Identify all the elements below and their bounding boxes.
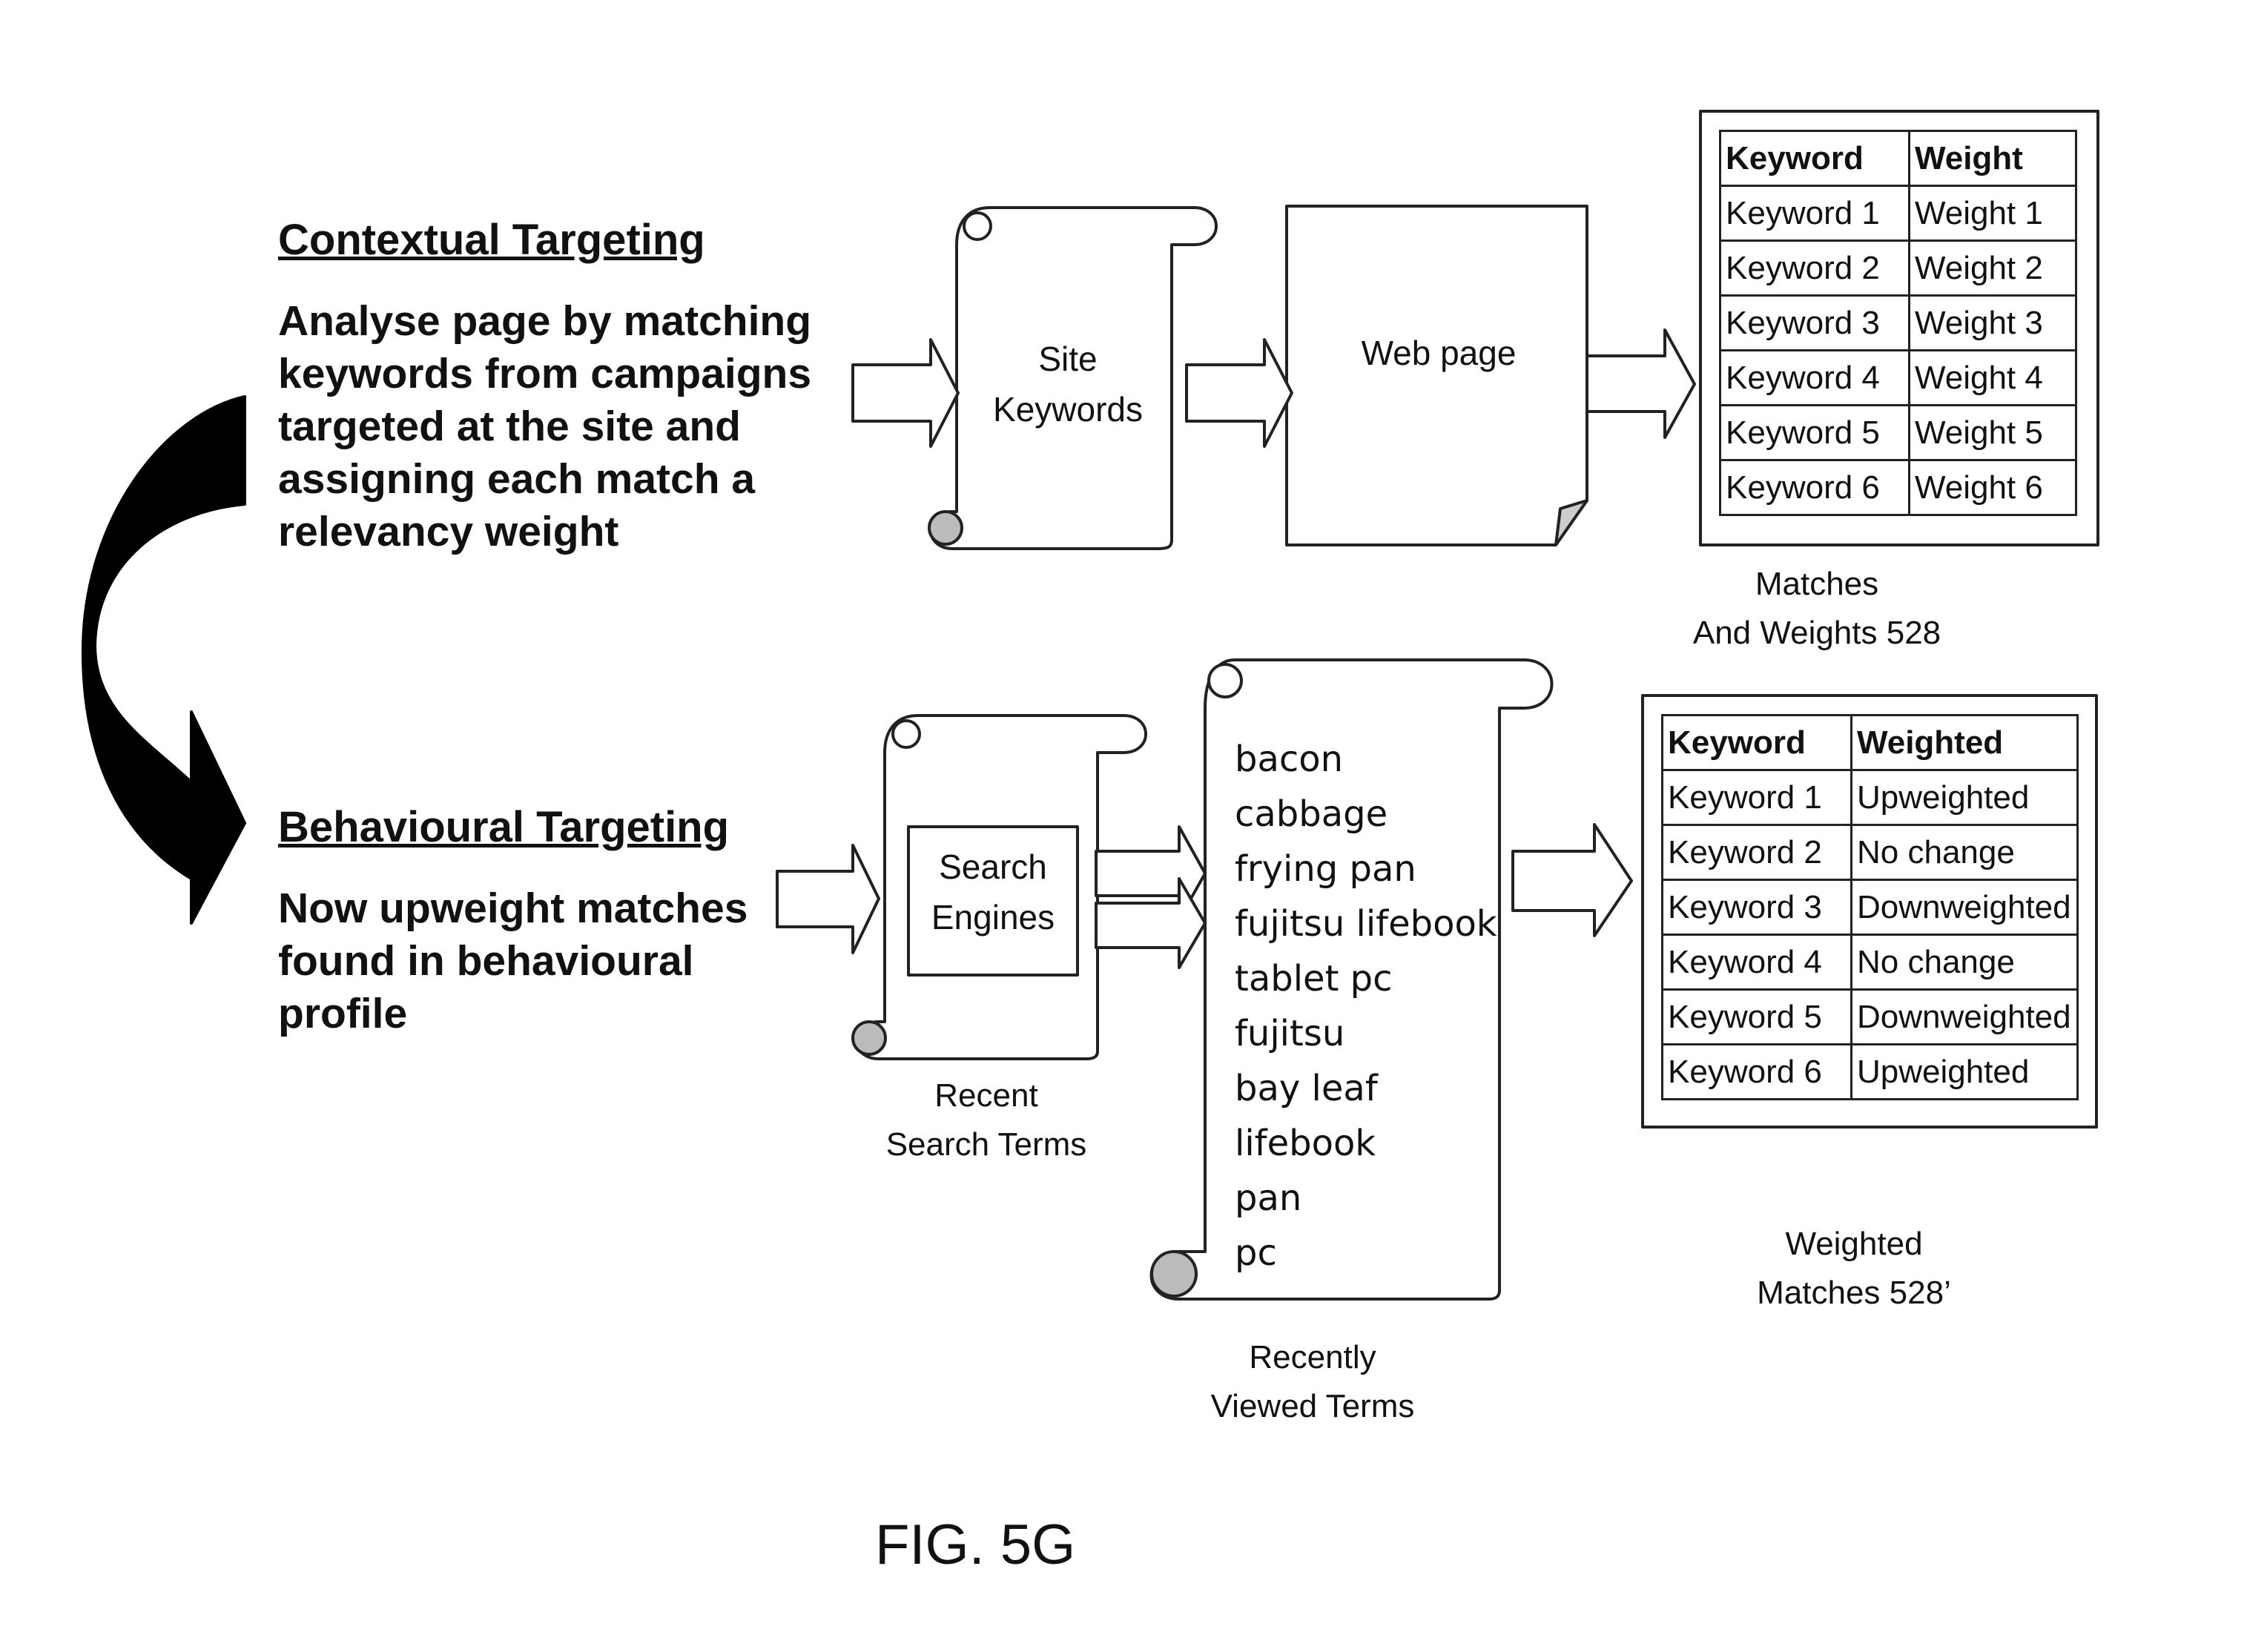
- keyword-cell: Keyword 3: [1720, 296, 1910, 351]
- weight-cell: Weight 6: [1910, 460, 2076, 515]
- contextual-targeting-heading: Contextual Targeting: [278, 215, 705, 265]
- weight-cell: Weight 3: [1910, 296, 2076, 351]
- table-row: Keyword 4 No change: [1663, 935, 2078, 990]
- weight-column-header: Weight: [1910, 131, 2076, 186]
- weighted-caption: Weighted Matches 528’: [1706, 1220, 2002, 1318]
- weighted-caption-line2: Matches 528’: [1706, 1269, 2002, 1318]
- keyword-cell: Keyword 2: [1720, 241, 1910, 296]
- weighted-table: Keyword Weighted Keyword 1 Upweighted Ke…: [1661, 714, 2079, 1100]
- figure-label: FIG. 5G: [875, 1513, 1075, 1577]
- list-item: cabbage: [1235, 787, 1497, 842]
- table-row: Keyword 2 No change: [1663, 825, 2078, 880]
- table-header-row: Keyword Weighted: [1663, 716, 2078, 770]
- table-row: Keyword 2 Weight 2: [1720, 241, 2076, 296]
- weighted-column-header: Weighted: [1852, 716, 2078, 770]
- list-item: tablet pc: [1235, 951, 1497, 1006]
- list-item: fujitsu: [1235, 1006, 1497, 1061]
- list-item: bay leaf: [1235, 1061, 1497, 1116]
- recently-viewed-terms-list: bacon cabbage frying pan fujitsu lifeboo…: [1235, 732, 1497, 1281]
- recent-search-terms-line1: Recent: [860, 1071, 1112, 1120]
- table-row: Keyword 4 Weight 4: [1720, 351, 2076, 406]
- table-row: Keyword 6 Weight 6: [1720, 460, 2076, 515]
- weight-cell: Weight 4: [1910, 351, 2076, 406]
- contextual-line: targeted at the site and: [278, 400, 871, 453]
- list-item: pan: [1235, 1171, 1497, 1226]
- recently-viewed-line1: Recently: [1201, 1333, 1424, 1382]
- weight-cell: Weight 2: [1910, 241, 2076, 296]
- contextual-line: assigning each match a: [278, 453, 871, 506]
- web-page-label: Web page: [1290, 328, 1587, 378]
- contextual-line: keywords from campaigns: [278, 348, 871, 400]
- keyword-cell: Keyword 5: [1720, 406, 1910, 460]
- table-row: Keyword 1 Weight 1: [1720, 186, 2076, 241]
- list-item: frying pan: [1235, 842, 1497, 896]
- keyword-cell: Keyword 4: [1663, 935, 1852, 990]
- weighted-caption-line1: Weighted: [1706, 1220, 2002, 1269]
- keyword-cell: Keyword 6: [1720, 460, 1910, 515]
- matches-caption-line1: Matches: [1669, 560, 1965, 609]
- arrow-terms-to-weighted: [1513, 825, 1631, 936]
- table-header-row: Keyword Weight: [1720, 131, 2076, 186]
- table-row: Keyword 5 Downweighted: [1663, 990, 2078, 1045]
- contextual-line: relevancy weight: [278, 506, 871, 558]
- keyword-column-header: Keyword: [1663, 716, 1852, 770]
- site-keywords-line1: Site: [964, 334, 1172, 384]
- matches-table: Keyword Weight Keyword 1 Weight 1 Keywor…: [1719, 130, 2077, 516]
- weight-cell: Weight 1: [1910, 186, 2076, 241]
- weighted-cell: Downweighted: [1852, 990, 2078, 1045]
- site-keywords-label: Site Keywords: [964, 334, 1172, 435]
- table-row: Keyword 1 Upweighted: [1663, 770, 2078, 825]
- search-engines-line2: Engines: [908, 892, 1078, 942]
- recently-viewed-line2: Viewed Terms: [1201, 1382, 1424, 1431]
- curved-flow-arrow: [83, 397, 245, 923]
- table-row: Keyword 3 Weight 3: [1720, 296, 2076, 351]
- weighted-cell: Upweighted: [1852, 1045, 2078, 1100]
- keyword-cell: Keyword 5: [1663, 990, 1852, 1045]
- matches-caption-line2: And Weights 528: [1669, 609, 1965, 658]
- search-engines-label: Search Engines: [908, 842, 1078, 942]
- keyword-cell: Keyword 2: [1663, 825, 1852, 880]
- behavioural-line: Now upweight matches: [278, 882, 871, 935]
- search-engines-line1: Search: [908, 842, 1078, 892]
- weighted-cell: No change: [1852, 825, 2078, 880]
- table-row: Keyword 5 Weight 5: [1720, 406, 2076, 460]
- keyword-cell: Keyword 1: [1663, 770, 1852, 825]
- contextual-line: Analyse page by matching: [278, 295, 871, 348]
- recent-search-terms-caption: Recent Search Terms: [860, 1071, 1112, 1169]
- site-keywords-line2: Keywords: [964, 384, 1172, 435]
- keyword-cell: Keyword 3: [1663, 880, 1852, 935]
- list-item: pc: [1235, 1226, 1497, 1281]
- recent-search-terms-line2: Search Terms: [860, 1120, 1112, 1169]
- weighted-cell: No change: [1852, 935, 2078, 990]
- list-item: bacon: [1235, 732, 1497, 787]
- weight-cell: Weight 5: [1910, 406, 2076, 460]
- keyword-cell: Keyword 1: [1720, 186, 1910, 241]
- list-item: lifebook: [1235, 1116, 1497, 1171]
- recently-viewed-caption: Recently Viewed Terms: [1201, 1333, 1424, 1431]
- behavioural-targeting-heading: Behavioural Targeting: [278, 802, 729, 852]
- table-row: Keyword 6 Upweighted: [1663, 1045, 2078, 1100]
- behavioural-targeting-description: Now upweight matches found in behavioura…: [278, 882, 871, 1040]
- keyword-cell: Keyword 4: [1720, 351, 1910, 406]
- arrow-webpage-to-matches: [1587, 330, 1695, 437]
- behavioural-line: profile: [278, 988, 871, 1040]
- keyword-column-header: Keyword: [1720, 131, 1910, 186]
- matches-caption: Matches And Weights 528: [1669, 560, 1965, 658]
- behavioural-line: found in behavioural: [278, 935, 871, 988]
- keyword-cell: Keyword 6: [1663, 1045, 1852, 1100]
- arrow-site-to-webpage: [1187, 340, 1292, 446]
- table-row: Keyword 3 Downweighted: [1663, 880, 2078, 935]
- weighted-cell: Upweighted: [1852, 770, 2078, 825]
- list-item: fujitsu lifebook: [1235, 896, 1497, 951]
- weighted-cell: Downweighted: [1852, 880, 2078, 935]
- contextual-targeting-description: Analyse page by matching keywords from c…: [278, 295, 871, 558]
